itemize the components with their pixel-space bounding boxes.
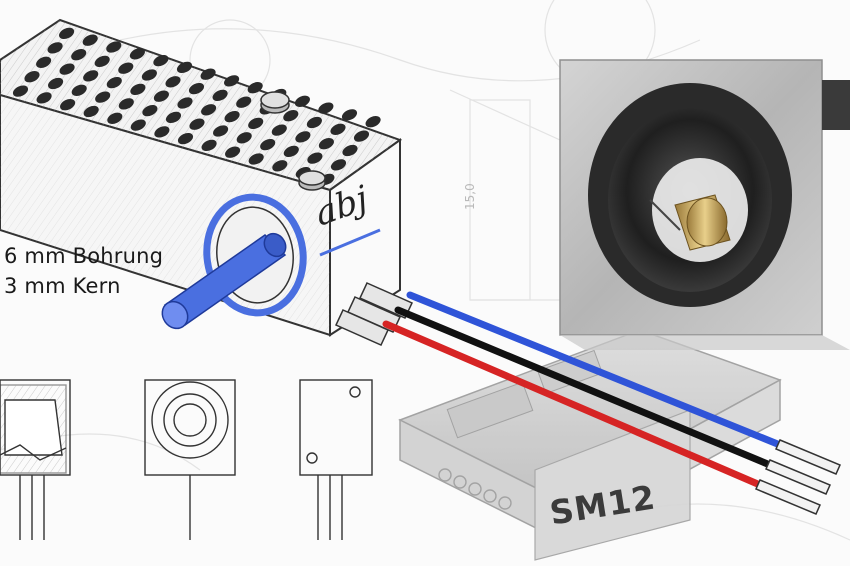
core-rod xyxy=(161,232,287,330)
top-dimple xyxy=(306,116,322,129)
top-dimple xyxy=(248,117,264,130)
top-dimple xyxy=(48,77,64,90)
top-dimple xyxy=(201,104,217,116)
top-dimple xyxy=(106,41,122,53)
top-dimple xyxy=(318,102,334,114)
top-dimple xyxy=(107,112,123,124)
top-dimple xyxy=(47,42,63,54)
top-dimple xyxy=(59,63,75,75)
top-dimple xyxy=(330,159,347,171)
top-dimple xyxy=(12,85,29,97)
photo-block xyxy=(559,59,850,350)
top-dimple xyxy=(60,99,76,111)
top-dimple xyxy=(225,146,241,158)
top-dimple xyxy=(330,123,346,135)
top-dimple xyxy=(365,116,381,128)
top-dimple xyxy=(201,139,217,152)
top-dimple xyxy=(36,92,52,104)
top-dimple xyxy=(272,160,288,172)
bore-label: 6 mm Bohrung xyxy=(4,244,164,268)
top-dimple xyxy=(71,49,87,61)
top-dimple xyxy=(341,109,358,121)
top-dimple xyxy=(189,118,205,130)
top-dimple xyxy=(271,124,287,136)
top-dimple xyxy=(71,84,87,96)
top-dimple xyxy=(307,152,323,164)
top-dimple xyxy=(260,138,276,151)
dimension-label: 15,0 xyxy=(463,183,477,210)
logo-underline xyxy=(319,228,381,257)
top-dimple xyxy=(94,55,110,68)
top-dimple xyxy=(130,83,146,96)
top-dimple xyxy=(236,96,252,108)
drawing-rear-view xyxy=(299,379,373,540)
top-dimple xyxy=(83,105,99,118)
top-dimple xyxy=(188,82,205,95)
top-dimple xyxy=(248,153,264,165)
core-label: 3 mm Kern xyxy=(4,274,121,298)
top-dimple xyxy=(165,111,182,124)
top-dimple xyxy=(153,54,169,67)
top-dimple xyxy=(106,76,122,89)
top-dimple xyxy=(177,132,194,145)
top-dimple xyxy=(283,110,299,122)
brass-core xyxy=(649,194,731,251)
top-dimple xyxy=(130,119,146,131)
top-dimple xyxy=(212,89,228,102)
top-dimple xyxy=(236,132,252,144)
top-dimple xyxy=(177,97,193,109)
screw-heads xyxy=(260,91,326,191)
top-dimple xyxy=(176,61,193,74)
lead-wires xyxy=(334,282,841,515)
top-dimple xyxy=(200,68,216,80)
top-dimple xyxy=(295,131,311,143)
top-dimple xyxy=(247,82,263,94)
top-dimple xyxy=(283,145,299,158)
top-dimple xyxy=(24,71,40,83)
top-dimple xyxy=(118,98,134,110)
top-dimple xyxy=(154,126,170,138)
top-dimple xyxy=(153,90,169,102)
drawing-front-view xyxy=(144,379,236,540)
top-dimple xyxy=(353,130,370,142)
top-dimple xyxy=(118,62,134,74)
top-dimple xyxy=(83,70,99,82)
drawing-section-view xyxy=(0,379,71,540)
top-dimple xyxy=(82,34,98,46)
top-dimple xyxy=(129,48,145,60)
top-dimple xyxy=(224,75,240,87)
top-dimple xyxy=(318,138,334,150)
top-dimple xyxy=(224,110,240,123)
top-dimple xyxy=(36,56,52,68)
top-dimple xyxy=(342,144,358,157)
top-dimple xyxy=(294,95,310,107)
top-dimple xyxy=(141,69,157,81)
top-dimple xyxy=(59,27,75,40)
top-dimple xyxy=(142,104,158,117)
top-dimple xyxy=(95,91,111,103)
top-dimple xyxy=(165,76,181,88)
top-dimple xyxy=(213,125,229,137)
